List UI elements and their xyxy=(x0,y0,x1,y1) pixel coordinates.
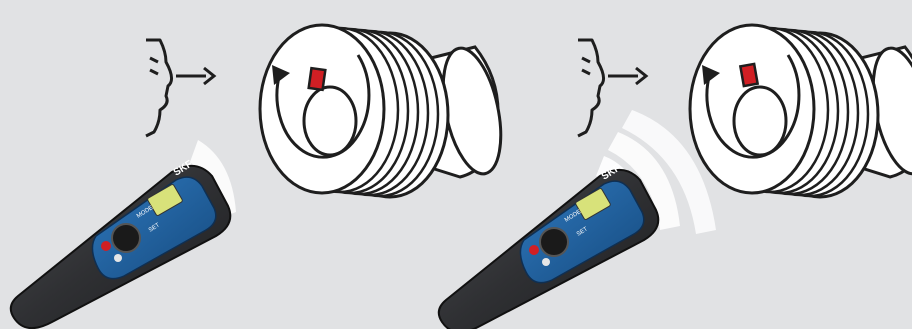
reflective-mark xyxy=(309,68,326,90)
arrow-right-icon xyxy=(176,68,214,84)
stroboscope-device: MODE SET SKF xyxy=(11,159,230,329)
left-panel: MODE SET SKF xyxy=(11,25,511,328)
arrow-right-icon xyxy=(608,68,646,84)
control-knob xyxy=(112,224,140,252)
pulley xyxy=(690,25,912,197)
control-knob xyxy=(540,228,568,256)
reflective-mark xyxy=(740,64,757,86)
stroboscope-device: MODE SET SKF xyxy=(439,163,658,329)
laser-warning-icon xyxy=(529,245,539,255)
viewer-face-icon xyxy=(578,40,604,136)
pulley xyxy=(260,25,511,197)
right-panel: MODE SET SKF xyxy=(439,25,912,329)
viewer-face-icon xyxy=(146,40,172,136)
laser-warning-icon xyxy=(101,241,111,251)
